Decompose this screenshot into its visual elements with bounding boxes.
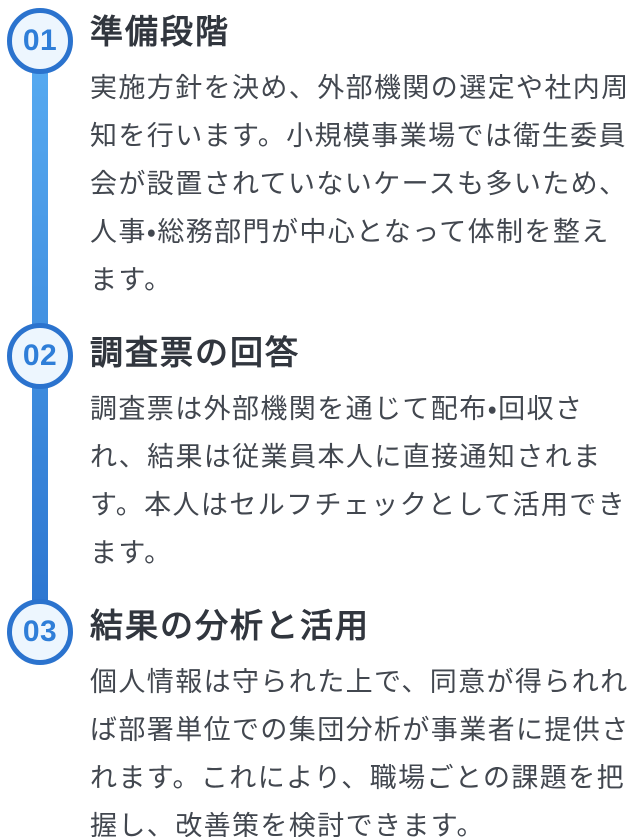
step-3-number: 03 — [22, 615, 58, 648]
step-2-title: 調査票の回答 — [90, 334, 300, 371]
step-2-description: 調査票は外部機関を通じて配布・回収さ れ、結果は従業員本人に直接通知されま す。… — [90, 394, 627, 568]
step-2-content: 調査票の回答 調査票は外部機関を通じて配布・回収さ れ、結果は従業員本人に直接通… — [90, 331, 642, 577]
step-2-number: 02 — [22, 339, 58, 372]
step-1-number-badge: 01 — [7, 8, 73, 74]
step-3-title: 結果の分析と活用 — [90, 607, 370, 644]
step-1-number: 01 — [22, 24, 58, 57]
step-3-content: 結果の分析と活用 個人情報は守られた上で、同意が得られれ ば部署単位での集団分析… — [90, 604, 642, 837]
step-1-content: 準備段階 実施方針を決め、外部機関の選定や社内周 知を行います。小規模事業場では… — [90, 10, 642, 304]
step-1-description: 実施方針を決め、外部機関の選定や社内周 知を行います。小規模事業場では衛生委員 … — [90, 73, 630, 295]
step-1-title: 準備段階 — [90, 13, 230, 50]
step-2-number-badge: 02 — [7, 323, 73, 389]
step-3-number-badge: 03 — [7, 599, 73, 665]
step-3-description: 個人情報は守られた上で、同意が得られれ ば部署単位での集団分析が事業者に提供さ … — [90, 667, 630, 837]
